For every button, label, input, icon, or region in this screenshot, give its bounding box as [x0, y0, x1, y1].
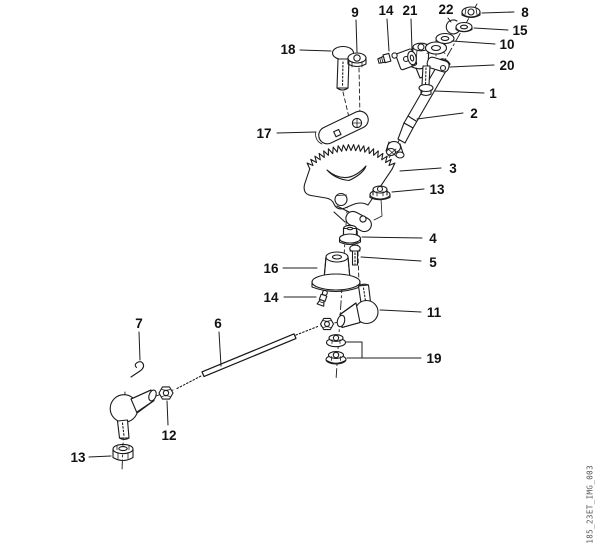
- parts-diagram-page: { "figure": { "image_code": "185_23ET_IM…: [70, 2, 595, 544]
- leader-line-14: [386, 18, 390, 52]
- part-nut-9: [347, 52, 367, 68]
- part-tie-rod-end-upper: [336, 283, 379, 329]
- part-snap-ring: [445, 19, 460, 35]
- part-tie-rod: [176, 325, 320, 390]
- part-callout-15: 15: [512, 23, 528, 38]
- leader-line-17: [276, 131, 317, 134]
- part-callout-16: 16: [263, 261, 279, 276]
- part-callout-13: 13: [429, 182, 445, 197]
- part-callout-6: 6: [214, 316, 222, 331]
- part-steering-shaft: [385, 58, 451, 159]
- part-callout-14: 14: [263, 290, 279, 305]
- leader-line-21: [410, 18, 413, 51]
- part-washer-15: [455, 21, 473, 33]
- part-callout-2: 2: [470, 106, 478, 121]
- part-bolt-18: [331, 45, 355, 91]
- part-callout-13: 13: [70, 450, 86, 465]
- leader-line-12: [166, 400, 169, 426]
- leader-line-22: [447, 17, 452, 23]
- part-callout-20: 20: [499, 58, 514, 73]
- part-grease-fitting-top: [377, 52, 398, 64]
- part-bushing-4: [338, 224, 362, 246]
- part-callout-1: 1: [489, 86, 497, 101]
- leader-line-4: [361, 236, 423, 239]
- leader-line-6: [218, 331, 222, 367]
- part-lock-nuts-19: [325, 334, 347, 365]
- leader-line-13: [88, 455, 112, 458]
- part-callout-8: 8: [521, 5, 529, 20]
- part-castle-nut-13: [112, 443, 134, 462]
- part-grease-fitting-lower: [316, 289, 328, 307]
- part-bushing-16: [311, 251, 361, 293]
- image-code-label: 185_23ET_IMG_003: [586, 465, 595, 544]
- part-callout-17: 17: [256, 126, 271, 141]
- part-washer-21: [407, 50, 417, 66]
- part-callout-14: 14: [378, 3, 394, 18]
- leader-line-7: [138, 331, 141, 361]
- part-flange-nut-13: [369, 185, 391, 221]
- part-callout-4: 4: [429, 231, 437, 246]
- leader-line-1: [434, 90, 485, 94]
- leader-line-3: [399, 167, 442, 172]
- leader-line-10: [451, 40, 496, 45]
- part-callout-11: 11: [427, 305, 442, 320]
- part-tie-rod-end-lower: [109, 389, 157, 441]
- part-nut-8: [461, 6, 481, 19]
- part-plate-17: [315, 110, 369, 145]
- part-callout-5: 5: [429, 255, 437, 270]
- leader-line-5: [360, 256, 422, 262]
- leader-line-20: [449, 64, 495, 68]
- leader-line-18: [299, 49, 332, 52]
- gear-teeth-path: [306, 144, 396, 170]
- leader-line-15: [473, 27, 509, 31]
- part-callout-22: 22: [438, 2, 453, 17]
- part-callout-18: 18: [280, 42, 296, 57]
- part-callout-3: 3: [449, 161, 457, 176]
- part-callout-21: 21: [402, 3, 418, 18]
- leader-line-11: [379, 309, 422, 313]
- part-joint-bolt: [418, 65, 434, 97]
- part-jam-nut: [319, 317, 335, 331]
- part-callout-9: 9: [351, 5, 359, 20]
- leader-line-19: [345, 341, 422, 359]
- part-washer-stack: [424, 32, 455, 57]
- part-callout-12: 12: [161, 428, 176, 443]
- part-callout-10: 10: [499, 37, 514, 52]
- part-bolt-5: [349, 244, 361, 266]
- part-nut-12: [158, 386, 174, 400]
- leader-line-13: [391, 188, 425, 193]
- leader-line-2: [416, 112, 464, 120]
- leader-line-9: [355, 19, 358, 53]
- part-cotter-pin: [130, 361, 145, 378]
- leader-line-8: [481, 11, 515, 14]
- part-callout-19: 19: [426, 351, 441, 366]
- part-callout-7: 7: [135, 316, 143, 331]
